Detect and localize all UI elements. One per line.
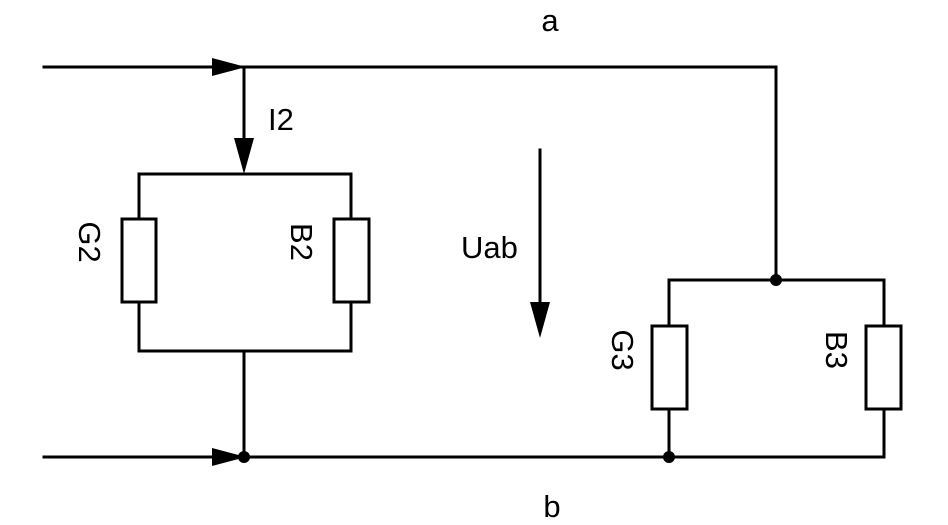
b2-label: B2 [284,223,319,261]
bottom-rail-arrow [212,448,246,466]
top-rail-arrow [212,58,246,76]
b3-resistor [864,324,903,411]
g2-resistor [120,217,158,304]
junction-right-top [770,274,782,286]
current-i2-label: I2 [268,102,294,137]
node-a-label: a [541,3,559,38]
b2-resistor [332,217,371,304]
g3-label: G3 [605,329,640,370]
i2-current-arrow [234,138,254,174]
junction-right-bottom [663,451,675,463]
junction-left-bottom [238,451,250,463]
uab-voltage-arrow [530,302,550,338]
node-b-label: b [543,489,560,524]
voltage-uab-label: Uab [461,230,518,265]
g3-resistor [650,324,689,411]
g2-label: G2 [72,221,107,262]
b3-label: B3 [819,331,854,369]
